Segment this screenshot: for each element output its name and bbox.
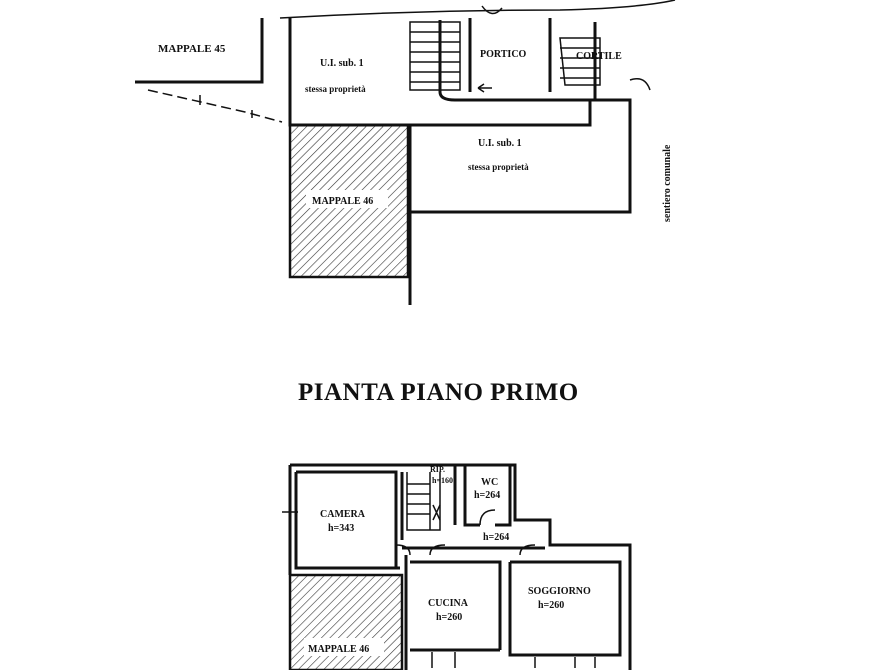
camera-label: CAMERA — [320, 509, 366, 520]
corridor-height: h=264 — [483, 532, 509, 543]
ff-outer-walls — [290, 463, 632, 670]
entry-arrow — [477, 83, 492, 93]
door-swing-right — [629, 78, 651, 91]
ui-top-ownership: stessa proprietà — [305, 84, 366, 94]
kitchen-living-walls — [404, 555, 622, 670]
section-title: PIANTA PIANO PRIMO — [298, 379, 579, 406]
door-swing-top — [481, 5, 503, 15]
cucina-label: CUCINA — [428, 598, 469, 609]
mappale-46-label-bg — [306, 190, 388, 208]
ff-inner-left-wall — [294, 472, 400, 570]
top-boundary-curve — [279, 0, 676, 19]
ui-top-label: U.I. sub. 1 — [320, 58, 364, 69]
ui-main-walls — [410, 98, 632, 214]
ui-main-label: U.I. sub. 1 — [478, 138, 522, 149]
wc-walls — [463, 465, 512, 527]
boundary-ticks — [199, 95, 253, 118]
property-dashed-line — [147, 89, 283, 123]
soggiorno-label: SOGGIORNO — [528, 586, 591, 597]
wc-door — [479, 509, 496, 526]
ui-main-ownership: stessa proprietà — [468, 162, 529, 172]
wc-height: h=264 — [474, 490, 500, 501]
rip-label: RIP. — [430, 465, 445, 474]
ff-mappale-46-label-bg — [304, 638, 384, 656]
first-floor-plan: CAMERA h=343 RIP. h=160 WC h=264 h=264 C… — [282, 463, 632, 670]
ff-mappale-46-label: MAPPALE 46 — [308, 644, 369, 655]
corridor-doors — [395, 544, 536, 556]
bottom-windows — [431, 652, 596, 668]
sentiero-label: sentiero comunale — [662, 144, 673, 222]
ff-stair — [406, 472, 441, 531]
mappale-45-label: MAPPALE 45 — [158, 43, 226, 55]
camera-height: h=343 — [328, 523, 354, 534]
mappale-45-boundary — [135, 18, 264, 84]
cucina-height: h=260 — [436, 612, 462, 623]
ground-floor-plan: MAPPALE 45 U.I. sub. 1 stessa proprietà … — [135, 0, 676, 305]
cortile-stairs — [559, 37, 601, 86]
soggiorno-height: h=260 — [538, 600, 564, 611]
mappale-46-label: MAPPALE 46 — [312, 196, 373, 207]
cortile-label: CORTILE — [576, 51, 622, 62]
ground-stair — [409, 20, 520, 102]
camera-walls — [296, 470, 404, 568]
rip-height: h=160 — [432, 476, 453, 485]
wc-label: WC — [481, 477, 498, 488]
portico-label: PORTICO — [480, 49, 527, 60]
